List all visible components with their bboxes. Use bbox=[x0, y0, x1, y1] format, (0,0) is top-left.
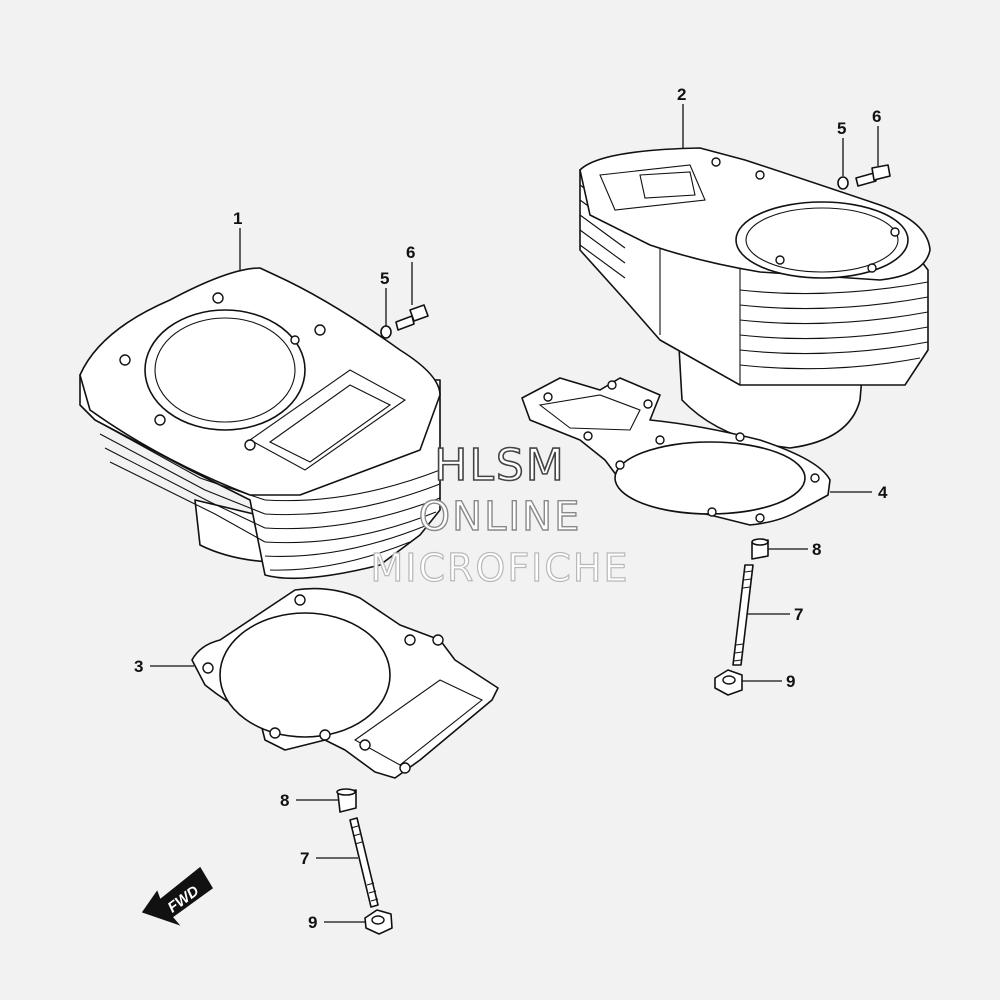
cylinder-gasket-part-4[interactable] bbox=[521, 377, 831, 526]
callout-7-rear: 7 bbox=[794, 605, 803, 624]
stud-bolt-part-7-front[interactable] bbox=[349, 817, 379, 908]
leader-lines bbox=[150, 104, 879, 923]
front-cylinder-part-1[interactable] bbox=[79, 267, 441, 580]
dowel-pin-part-8-rear[interactable] bbox=[751, 538, 769, 560]
callout-8-rear: 8 bbox=[812, 540, 821, 559]
callout-6-front: 6 bbox=[406, 243, 415, 262]
fitting-part-6-front[interactable] bbox=[395, 304, 429, 331]
callout-1: 1 bbox=[233, 209, 242, 228]
stud-bolt-part-7-rear[interactable] bbox=[732, 564, 754, 666]
watermark-line-2: ONLINE bbox=[418, 493, 582, 540]
watermark-line-1: HLSM bbox=[433, 439, 566, 492]
fitting-part-6-rear[interactable] bbox=[855, 164, 891, 187]
callout-5-front: 5 bbox=[380, 269, 389, 288]
callout-7-front: 7 bbox=[300, 849, 309, 868]
callout-9-rear: 9 bbox=[786, 672, 795, 691]
forward-direction-arrow-icon: FWD bbox=[141, 866, 213, 926]
cylinder-gasket-part-3[interactable] bbox=[191, 587, 499, 779]
dowel-pin-part-8-front[interactable] bbox=[336, 788, 357, 813]
callout-8-front: 8 bbox=[280, 791, 289, 810]
o-ring-part-5-front[interactable] bbox=[380, 325, 392, 339]
callout-9-front: 9 bbox=[308, 913, 317, 932]
flange-nut-part-9-front[interactable] bbox=[364, 909, 393, 935]
callout-2: 2 bbox=[677, 85, 686, 104]
rear-cylinder-part-2[interactable] bbox=[579, 147, 931, 449]
callout-4: 4 bbox=[878, 483, 888, 502]
callout-3: 3 bbox=[134, 657, 143, 676]
callout-6-rear: 6 bbox=[872, 107, 881, 126]
flange-nut-part-9-rear[interactable] bbox=[714, 669, 743, 696]
o-ring-part-5-rear[interactable] bbox=[837, 176, 849, 190]
callout-5-rear: 5 bbox=[837, 119, 846, 138]
watermark-line-3: MICROFICHE bbox=[370, 545, 630, 590]
